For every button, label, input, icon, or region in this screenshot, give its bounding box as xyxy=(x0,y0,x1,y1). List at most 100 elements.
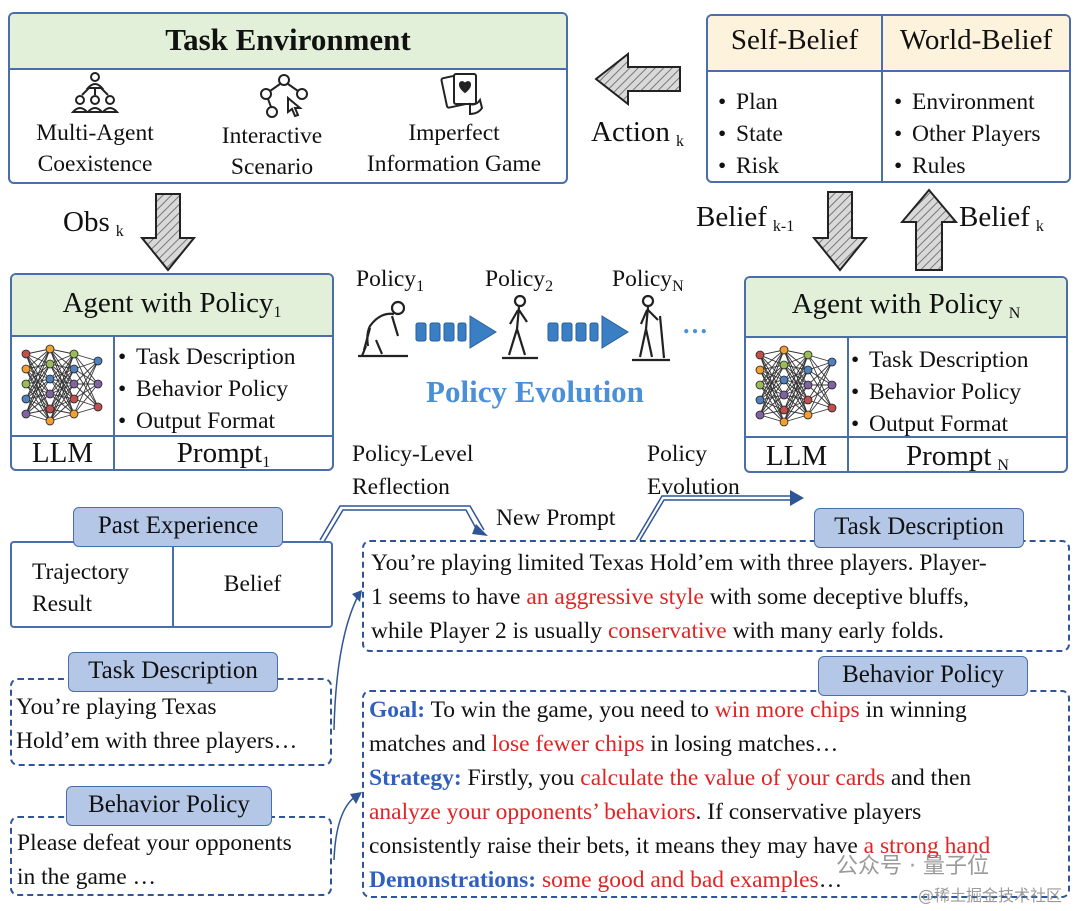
demo-label: Demonstrations: xyxy=(369,867,537,893)
task-big-l3c: with many early folds. xyxy=(726,618,945,644)
behavior-big-line: Demonstrations: some good and bad exampl… xyxy=(369,863,990,897)
goal-2c: in losing matches… xyxy=(644,731,839,757)
multi-agent-line2: Coexistence xyxy=(37,151,153,177)
evolution-ellipsis: … xyxy=(682,310,708,339)
past-experience-belief: Belief xyxy=(223,571,282,597)
interactive-icon xyxy=(260,74,308,118)
task-big-l2a: 1 seems to have xyxy=(371,584,527,610)
policy-1-sub: 1 xyxy=(416,278,425,295)
world-belief-list: Environment Other Players Rules xyxy=(892,86,1041,182)
behavior-policy-small-box xyxy=(10,816,332,896)
task-big-l2b: an aggressive style xyxy=(526,584,704,610)
task-description-big-text: You’re playing limited Texas Hold’em wit… xyxy=(371,546,987,648)
belief-k1-label: Belief k-1 xyxy=(696,201,794,236)
agent-1-prompt-sub: 1 xyxy=(262,454,271,471)
strategy-label: Strategy: xyxy=(369,765,462,791)
goal-label: Goal: xyxy=(369,697,426,723)
past-experience-box: Trajectory Result Belief xyxy=(10,541,333,628)
behavior-big-line: consistently raise their bets, it means … xyxy=(369,829,990,863)
new-prompt-label: New Prompt xyxy=(496,505,616,531)
task-big-l3a: while Player 2 is usually xyxy=(371,618,608,644)
behavior-policy-big-tag: Behavior Policy xyxy=(818,656,1028,696)
watermark-line2: @稀土掘金技术社区 xyxy=(918,886,1063,905)
behavior-policy-big-text: Goal: To win the game, you need to win m… xyxy=(369,693,990,897)
policy-2-label: Policy2 xyxy=(485,266,553,296)
behavior-small-line2: in the game … xyxy=(17,864,157,890)
belief-k1-text: Belief xyxy=(696,201,767,233)
interactive-line2: Scenario xyxy=(230,154,314,180)
strategy-1b: calculate the value of your cards xyxy=(580,765,885,791)
agent-n-title-text: Agent with Policy xyxy=(791,288,1003,320)
past-experience-divider xyxy=(172,543,174,626)
belief-k1-sub: k-1 xyxy=(772,218,795,235)
agent-1-llm: LLM xyxy=(31,437,94,469)
demo-1c: … xyxy=(818,867,843,893)
imperfect-line1: Imperfect xyxy=(408,120,500,146)
imperfect-line2: Information Game xyxy=(366,151,542,177)
agent-1-item: Behavior Policy xyxy=(116,373,296,405)
agent-1-title-text: Agent with Policy xyxy=(62,287,274,319)
evolution-arrow-icon xyxy=(415,315,497,349)
strategy-2a: analyze your opponents’ behaviors xyxy=(369,799,696,825)
agent-n-item: Behavior Policy xyxy=(849,376,1029,408)
policy-evolution-line1: Policy xyxy=(647,441,708,467)
task-description-big-box xyxy=(362,540,1070,652)
task-description-small-text: You’re playing Texas Hold’em with three … xyxy=(16,690,297,758)
policy-1-text: Policy xyxy=(356,266,417,292)
task-big-line: while Player 2 is usually conservative w… xyxy=(371,614,987,648)
evolution-arrow-icon xyxy=(547,315,629,349)
agent-n-item: Task Description xyxy=(849,344,1029,376)
self-belief-item: Risk xyxy=(716,150,783,182)
trajectory-text: Trajectory xyxy=(32,559,130,585)
task-description-small-tag: Task Description xyxy=(68,652,278,692)
world-belief-item: Other Players xyxy=(892,118,1041,150)
agent-1-vline xyxy=(113,335,115,469)
task-environment-title: Task Environment xyxy=(10,14,566,70)
action-sub: k xyxy=(675,133,684,150)
policy-n-text: Policy xyxy=(612,266,673,292)
policy-1-label: Policy1 xyxy=(356,266,424,296)
result-text: Result xyxy=(32,591,93,617)
task-small-line2: Hold’em with three players… xyxy=(16,728,298,754)
agent-1-box: Agent with Policy 1 Task Description Beha… xyxy=(10,273,334,471)
obs-text: Obs xyxy=(63,206,110,238)
goal-1b: win more chips xyxy=(714,697,860,723)
agent-1-item: Output Format xyxy=(116,405,296,437)
policy-evolution-title: Policy Evolution xyxy=(426,374,644,409)
world-belief-item: Rules xyxy=(892,150,1041,182)
agent-1-list: Task Description Behavior Policy Output … xyxy=(116,341,296,437)
behavior-big-line: matches and lose fewer chips in losing m… xyxy=(369,727,990,761)
belief-up-arrow-icon xyxy=(900,188,958,271)
behavior-big-line: Strategy: Firstly, you calculate the val… xyxy=(369,761,990,795)
strategy-2b: . If conservative players xyxy=(695,799,922,825)
strategy-1a: Firstly, you xyxy=(461,765,581,791)
task-big-line: 1 seems to have an aggressive style with… xyxy=(371,580,987,614)
agent-1-item: Task Description xyxy=(116,341,296,373)
action-arrow-icon xyxy=(594,52,681,106)
agent-n-item: Output Format xyxy=(849,408,1029,440)
behavior-policy-small-text: Please defeat your opponents in the game… xyxy=(17,826,292,894)
multi-agent-icon xyxy=(70,72,120,113)
past-experience-left: Trajectory Result xyxy=(32,556,129,620)
strategy-1c: and then xyxy=(884,765,972,791)
task-big-l3b: conservative xyxy=(607,618,727,644)
agent-n-llm: LLM xyxy=(765,440,828,472)
human-cane-icon xyxy=(632,294,670,362)
interactive-label: Interactive Scenario xyxy=(198,121,346,183)
task-big-line: You’re playing limited Texas Hold’em wit… xyxy=(371,546,987,580)
goal-2b: lose fewer chips xyxy=(491,731,645,757)
world-belief-item: Environment xyxy=(892,86,1041,118)
belief-divider xyxy=(881,16,883,181)
behavior-big-line: analyze your opponents’ behaviors. If co… xyxy=(369,795,990,829)
watermark-line1: 公众号 · 量子位 xyxy=(836,854,989,879)
agent-n-title-sub: N xyxy=(1008,305,1021,322)
task-small-line1: You’re playing Texas xyxy=(16,694,217,720)
agent-1-prompt: Prompt1 xyxy=(115,437,332,479)
human-walking-icon xyxy=(502,294,538,360)
past-experience-tag: Past Experience xyxy=(73,507,283,547)
